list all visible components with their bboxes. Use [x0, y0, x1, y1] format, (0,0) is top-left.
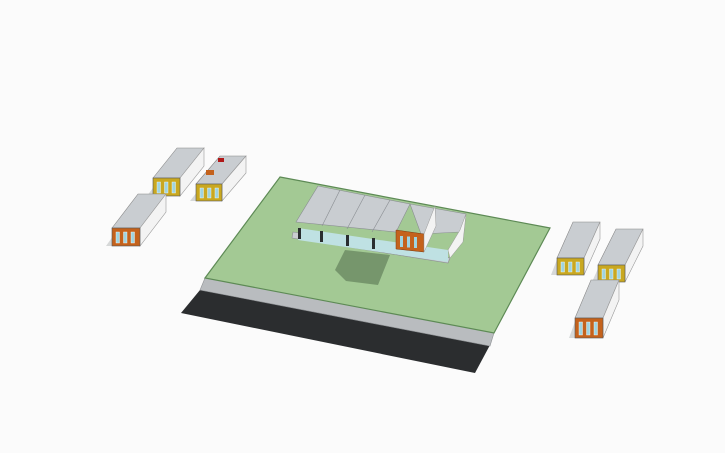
- module-window: [156, 181, 161, 194]
- main-building[interactable]: [291, 185, 467, 264]
- module-window: [207, 187, 212, 199]
- module-yellow-4[interactable]: [592, 228, 644, 283]
- module-window: [586, 321, 591, 336]
- module-window: [123, 231, 128, 244]
- road: [181, 290, 490, 373]
- module-window: [601, 268, 606, 280]
- building-column: [298, 228, 301, 239]
- module-orange-1[interactable]: [106, 193, 167, 247]
- building-side-wall: [447, 213, 467, 259]
- module-window: [575, 261, 580, 273]
- building-column: [372, 238, 375, 249]
- building-shadow: [335, 250, 390, 285]
- roof-unit: [218, 158, 224, 162]
- module-window: [115, 231, 120, 244]
- module-window: [164, 181, 169, 194]
- module-window: [130, 231, 135, 244]
- building-window: [407, 236, 410, 248]
- module-window: [609, 268, 614, 280]
- module-yellow-2[interactable]: [190, 155, 247, 202]
- module-window: [214, 187, 219, 199]
- module-window: [199, 187, 204, 199]
- module-window: [578, 321, 583, 336]
- module-yellow-1[interactable]: [147, 147, 205, 197]
- module-window: [171, 181, 176, 194]
- roof-seam: [321, 189, 341, 227]
- module-window: [560, 261, 565, 273]
- roof-seam: [371, 199, 391, 233]
- module-window: [568, 261, 573, 273]
- module-yellow-3[interactable]: [551, 221, 601, 276]
- module-window: [593, 321, 598, 336]
- roof-seam: [346, 194, 366, 230]
- building-module-side: [423, 205, 437, 253]
- building-column: [346, 235, 349, 246]
- building-window: [400, 236, 403, 247]
- module-window: [616, 268, 621, 280]
- roof-hatch: [206, 170, 214, 175]
- module-orange-2[interactable]: [569, 279, 620, 339]
- building-column: [320, 231, 323, 242]
- building-window: [414, 237, 417, 248]
